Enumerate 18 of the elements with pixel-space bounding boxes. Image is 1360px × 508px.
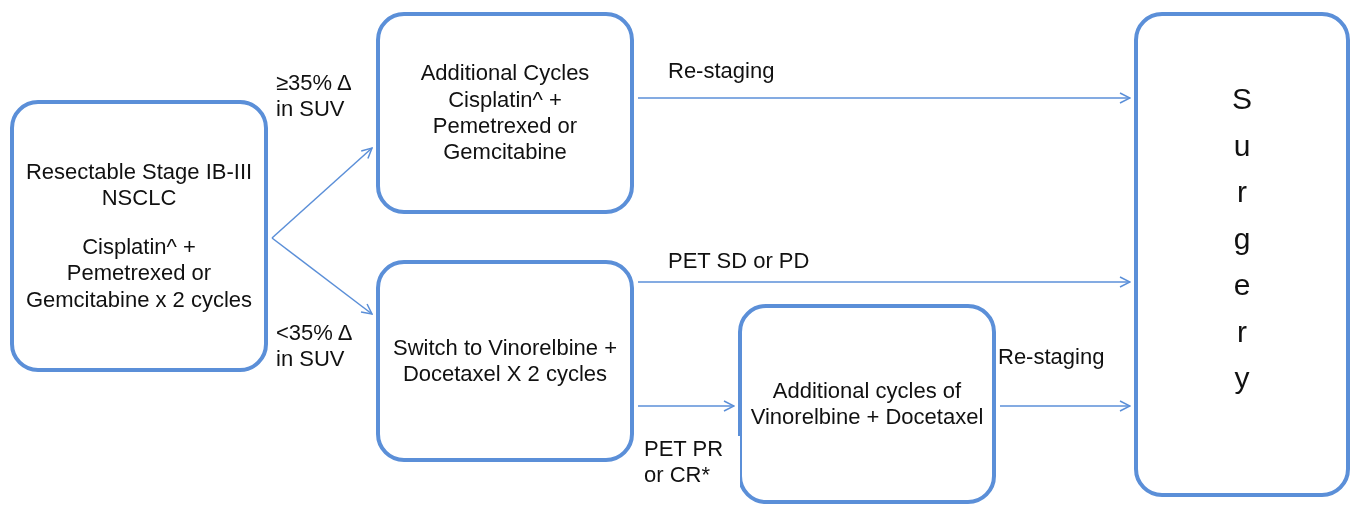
process-box	[376, 12, 634, 214]
box-text: Switch to Vinorelbine + Docetaxel X 2 cycles	[392, 334, 618, 388]
box-text: Surgery	[1232, 81, 1252, 396]
arrow	[271, 147, 373, 239]
box-text: Additional Cycles Cisplatin^ + Pemetrexed or Gemcitabine	[419, 60, 591, 166]
arrow	[637, 276, 1131, 288]
arrow	[637, 92, 1131, 104]
process-box	[10, 100, 268, 372]
arrow	[999, 400, 1131, 412]
arrow	[637, 400, 735, 412]
arrow	[271, 237, 373, 315]
edge-label: PET PR or CR*	[644, 436, 740, 489]
process-box	[738, 304, 996, 504]
surgery-box	[1134, 12, 1350, 497]
box-text: Additional cycles of Vinorelbine + Docetaxel	[749, 377, 985, 431]
process-box	[376, 260, 634, 462]
box-text: Cisplatin^ + Pemetrexed or Gemcitabine x 2 cycles	[24, 233, 254, 313]
box-text: Resectable Stage IB-III NSCLC	[24, 159, 254, 212]
